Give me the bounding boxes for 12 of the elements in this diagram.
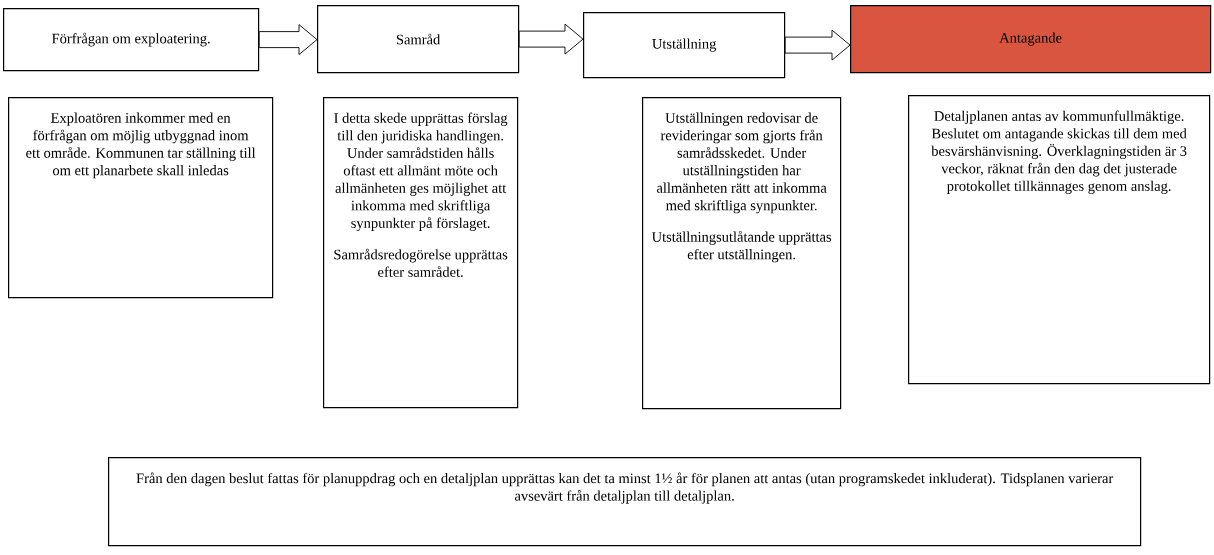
stage-box: Antagande: [850, 5, 1212, 74]
block-arrow: [518, 23, 584, 55]
stage-box: Förfrågan om exploatering.: [3, 8, 260, 72]
note-box: Från den dagen beslut fattas för planuppdrag och en detaljplan upprättas kan det ta minst 1½ år för planen att antas (utan programskedet inkluderat). Tidsplanen varierar avsevärt från detaljplan till detaljplan.: [108, 457, 1142, 547]
stage-box: Samråd: [317, 5, 520, 74]
block-arrow: [258, 24, 318, 56]
description-box: I detta skede upprättas förslag till den juridiska handlingen. Under samrådstiden hålls oftast ett allmänt möte och allmänheten ges möjlighet att inkomma med skriftliga synpunkter på förslaget. Samrådsredogörelse upprättas efter samrådet.: [323, 97, 519, 409]
block-arrow: [784, 29, 851, 61]
stage-box: Utställning: [583, 12, 786, 79]
description-box: Exploatören inkommer med en förfrågan om möjlig utbyggnad inom ett område. Kommunen tar ställning till om ett planarbete skall inledas: [8, 97, 274, 299]
description-box: Utställningen redovisar de revideringar som gjorts från samrådsskedet. Under utställningstiden har allmänheten rätt att inkomma med skriftliga synpunkter. Utställningsutlåtande upprättas efter utställningen.: [642, 97, 842, 410]
description-box: Detaljplanen antas av kommunfullmäktige. Beslutet om antagande skickas till dem med besvärshänvisning. Överklagningstiden är 3 veckor, räknat från den dag det justerade protokollet tillkännages genom anslag.: [908, 95, 1211, 385]
